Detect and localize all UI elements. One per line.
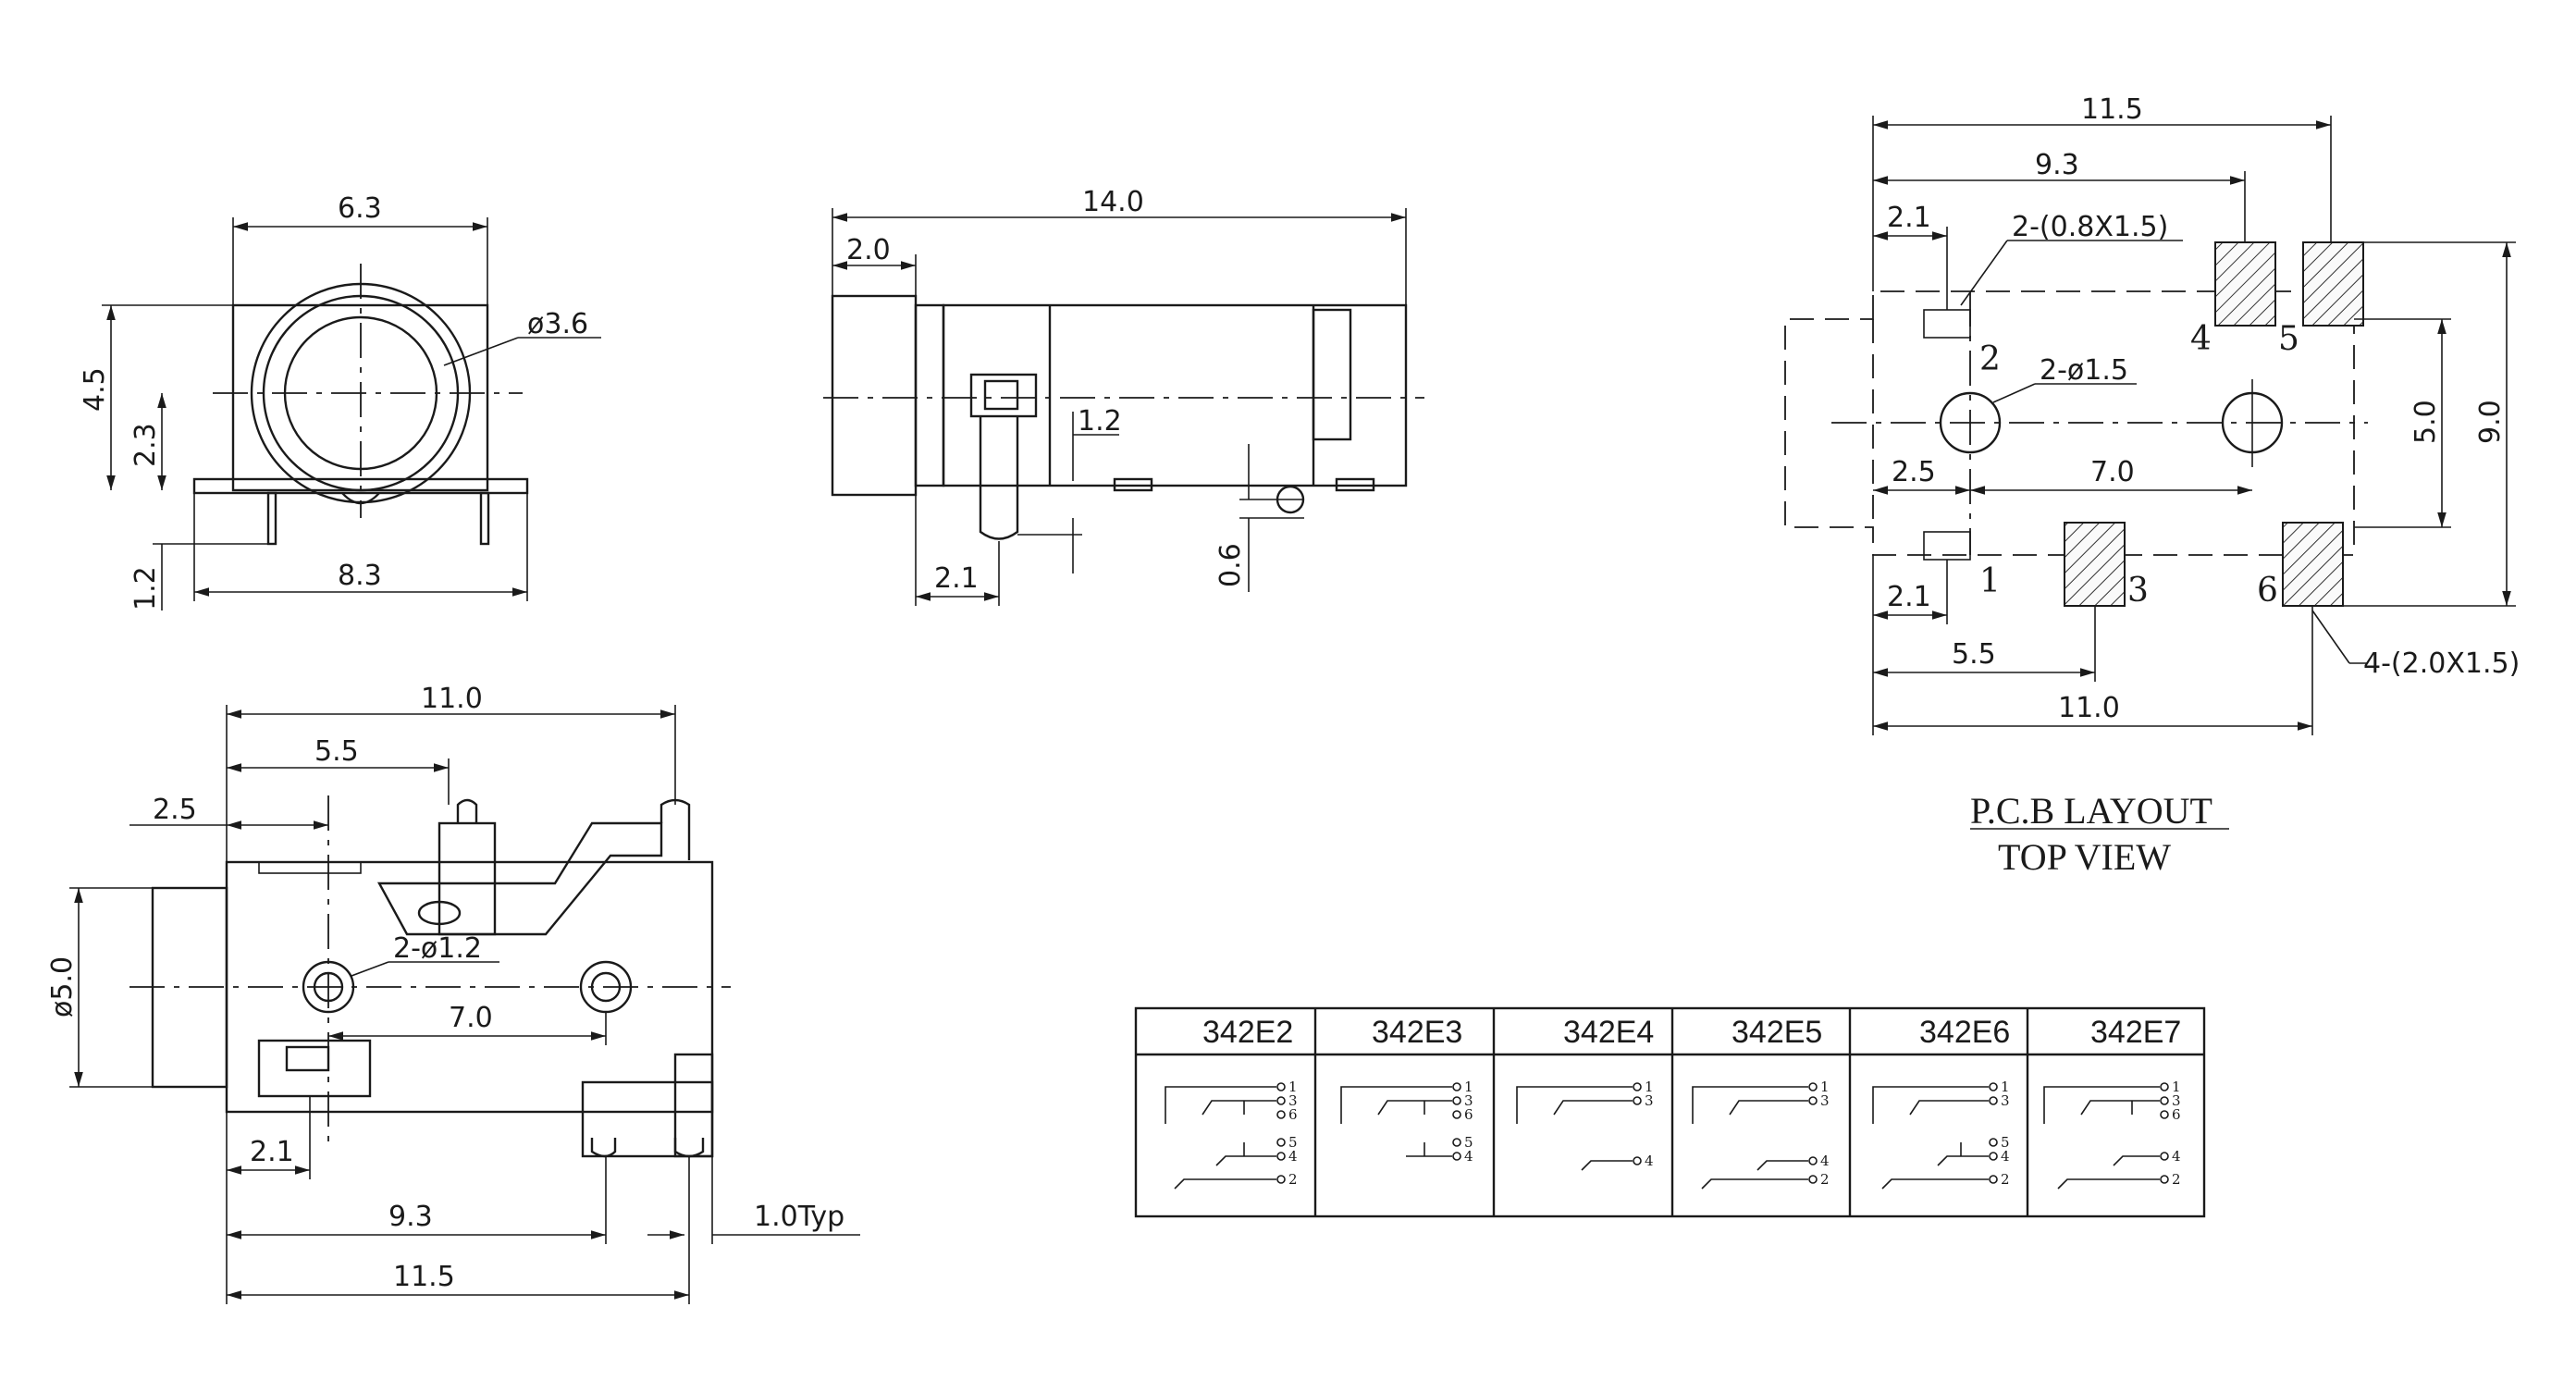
dim-pos1: 2.5 bbox=[1892, 456, 1936, 488]
pin-3: 3 bbox=[2127, 572, 2149, 610]
pin-4: 4 bbox=[2190, 320, 2212, 358]
svg-text:2: 2 bbox=[1820, 1171, 1830, 1188]
pin-1: 1 bbox=[1979, 562, 2001, 600]
schematic-342e6: 1 3 5 4 2 bbox=[1872, 1079, 2010, 1190]
svg-text:1: 1 bbox=[2172, 1079, 2181, 1095]
table-header-342e6: 342E6 bbox=[1919, 1015, 2010, 1050]
svg-text:5: 5 bbox=[1288, 1134, 1298, 1151]
front-view: 6.3 ø3.6 4.5 2.3 1.2 8.3 bbox=[79, 192, 601, 610]
dim-pitch: 7.0 bbox=[2090, 456, 2135, 488]
svg-text:1: 1 bbox=[2001, 1079, 2010, 1095]
svg-text:2: 2 bbox=[1288, 1171, 1298, 1188]
svg-text:4: 4 bbox=[1820, 1153, 1830, 1169]
dim-h-outer: 9.0 bbox=[2474, 400, 2507, 444]
dim-front: 2.0 bbox=[846, 234, 891, 266]
dim-pin: 1.2 bbox=[129, 566, 162, 610]
svg-text:3: 3 bbox=[1288, 1092, 1298, 1109]
schematic-342e7: 1 3 6 4 2 bbox=[2043, 1079, 2181, 1190]
dim-b2: 9.3 bbox=[388, 1201, 433, 1233]
svg-text:4: 4 bbox=[1645, 1153, 1654, 1169]
dim-w3: 2.1 bbox=[1887, 202, 1931, 234]
dim-pitch-b: 7.0 bbox=[449, 1002, 493, 1034]
svg-text:4: 4 bbox=[1464, 1148, 1473, 1165]
dim-dia: ø5.0 bbox=[46, 956, 79, 1017]
dim-center: 2.3 bbox=[129, 423, 162, 467]
hole-note-b: 2-ø1.2 bbox=[393, 932, 482, 965]
svg-text:2: 2 bbox=[2172, 1171, 2181, 1188]
dim-length: 14.0 bbox=[1082, 186, 1144, 218]
slot-note: 2-(0.8X1.5) bbox=[2012, 211, 2168, 243]
schematic-342e3: 1 3 6 5 4 bbox=[1340, 1079, 1473, 1165]
dim-w3: 2.5 bbox=[153, 794, 197, 826]
svg-text:3: 3 bbox=[1645, 1092, 1654, 1109]
schematic-342e5: 1 3 4 2 bbox=[1692, 1079, 1830, 1190]
svg-text:3: 3 bbox=[2001, 1092, 2010, 1109]
variants-table: 342E2 342E3 342E4 342E5 342E6 342E7 1 3 … bbox=[1134, 1006, 2206, 1218]
dim-w2: 5.5 bbox=[314, 735, 359, 768]
dim-diameter: ø3.6 bbox=[527, 308, 588, 340]
svg-text:6: 6 bbox=[1464, 1106, 1473, 1123]
dim-width-bottom: 8.3 bbox=[338, 560, 382, 592]
svg-text:3: 3 bbox=[1820, 1092, 1830, 1109]
svg-text:3: 3 bbox=[1464, 1092, 1473, 1109]
pad-4 bbox=[2214, 241, 2276, 327]
svg-text:3: 3 bbox=[2172, 1092, 2181, 1109]
schematic-342e4: 1 3 4 bbox=[1516, 1079, 1654, 1171]
pad-3 bbox=[2064, 522, 2126, 607]
table-header-342e5: 342E5 bbox=[1732, 1015, 1822, 1050]
dim-bot1: 2.1 bbox=[1887, 581, 1931, 613]
pad-6 bbox=[2282, 522, 2344, 607]
dim-bot3: 11.0 bbox=[2058, 692, 2120, 724]
dim-typ: 1.0Typ bbox=[754, 1201, 844, 1233]
dim-pin-pos: 2.1 bbox=[934, 562, 979, 595]
svg-text:6: 6 bbox=[2172, 1106, 2181, 1123]
dim-total-w: 11.5 bbox=[2081, 93, 2143, 126]
dim-w1: 11.0 bbox=[421, 683, 483, 715]
pcb-subtitle: TOP VIEW bbox=[1998, 836, 2171, 878]
side-view: 14.0 2.0 1.2 2.1 0.6 bbox=[823, 186, 1424, 606]
pad-note: 4-(2.0X1.5) bbox=[2363, 647, 2520, 680]
dim-width-top: 6.3 bbox=[338, 192, 382, 225]
pin-6: 6 bbox=[2257, 572, 2278, 610]
dim-height: 4.5 bbox=[79, 367, 111, 412]
svg-text:4: 4 bbox=[1288, 1148, 1298, 1165]
table-header-342e3: 342E3 bbox=[1372, 1015, 1462, 1050]
table-header-342e7: 342E7 bbox=[2090, 1015, 2181, 1050]
dim-bot2: 5.5 bbox=[1952, 638, 1996, 671]
dim-offset: 1.2 bbox=[1078, 405, 1122, 438]
svg-text:1: 1 bbox=[1464, 1079, 1473, 1095]
pcb-layout: 1 2 3 4 5 6 11.5 9.3 2.1 2-(0.8X1.5) 2-ø… bbox=[1784, 93, 2520, 878]
pad-5 bbox=[2302, 241, 2364, 327]
svg-text:4: 4 bbox=[2172, 1148, 2181, 1165]
svg-text:1: 1 bbox=[1820, 1079, 1830, 1095]
pin-5: 5 bbox=[2278, 320, 2299, 358]
bottom-view: 11.0 5.5 2.5 ø5.0 2-ø1.2 7.0 2.1 9.3 11.… bbox=[46, 683, 860, 1304]
svg-text:5: 5 bbox=[2001, 1134, 2010, 1151]
dim-b1: 2.1 bbox=[250, 1136, 294, 1168]
pcb-title: P.C.B LAYOUT bbox=[1970, 790, 2212, 832]
svg-text:2: 2 bbox=[2001, 1171, 2010, 1188]
svg-text:6: 6 bbox=[1288, 1106, 1298, 1123]
dim-h-inner: 5.0 bbox=[2410, 400, 2442, 444]
schematic-342e2: 1 3 6 5 4 2 bbox=[1165, 1079, 1298, 1190]
table-header-342e4: 342E4 bbox=[1563, 1015, 1654, 1050]
table-header-342e2: 342E2 bbox=[1202, 1015, 1293, 1050]
svg-text:4: 4 bbox=[2001, 1148, 2010, 1165]
svg-text:5: 5 bbox=[1464, 1134, 1473, 1151]
hole-note: 2-ø1.5 bbox=[2040, 354, 2128, 387]
pin-2: 2 bbox=[1979, 340, 2001, 378]
svg-text:1: 1 bbox=[1645, 1079, 1654, 1095]
svg-text:1: 1 bbox=[1288, 1079, 1298, 1095]
dim-w2: 9.3 bbox=[2035, 149, 2079, 181]
dim-b3: 11.5 bbox=[393, 1261, 455, 1293]
dim-pin-h: 0.6 bbox=[1214, 543, 1247, 587]
